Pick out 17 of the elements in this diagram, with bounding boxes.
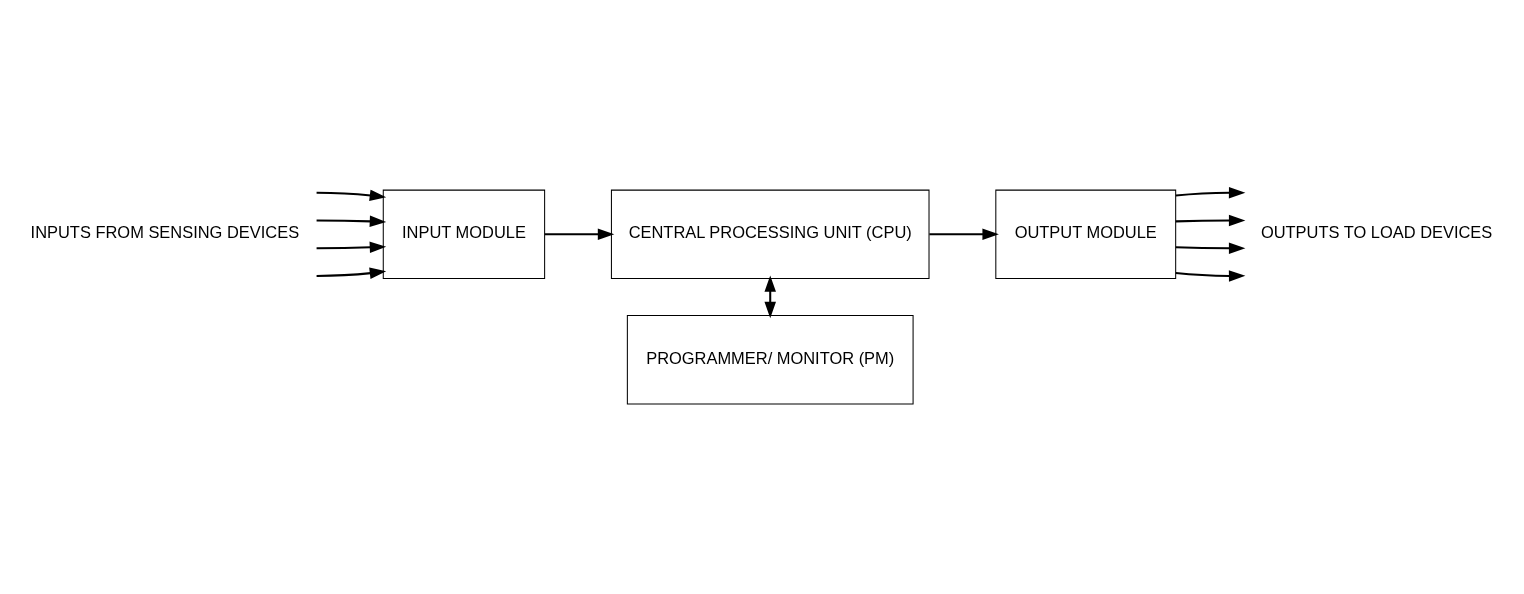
node-box: CENTRAL PROCESSING UNIT (CPU): [610, 189, 930, 279]
arrow: [544, 228, 615, 241]
arrow: [929, 228, 999, 241]
node-text: OUTPUTS TO LOAD DEVICES: [1260, 223, 1493, 242]
arrow: [1175, 270, 1246, 282]
arrow: [1175, 186, 1246, 199]
arrow: [1175, 214, 1246, 227]
node-box: PROGRAMMER/ MONITOR (PM): [626, 315, 914, 405]
node-box: OUTPUT MODULE: [995, 189, 1177, 279]
node-text: INPUTS FROM SENSING DEVICES: [30, 223, 300, 242]
arrow: [316, 267, 387, 279]
arrow: [316, 189, 387, 202]
arrow: [764, 275, 776, 319]
node-box: INPUT MODULE: [382, 189, 546, 279]
arrow: [316, 215, 387, 228]
arrow: [316, 241, 387, 254]
arrow: [1175, 242, 1246, 254]
